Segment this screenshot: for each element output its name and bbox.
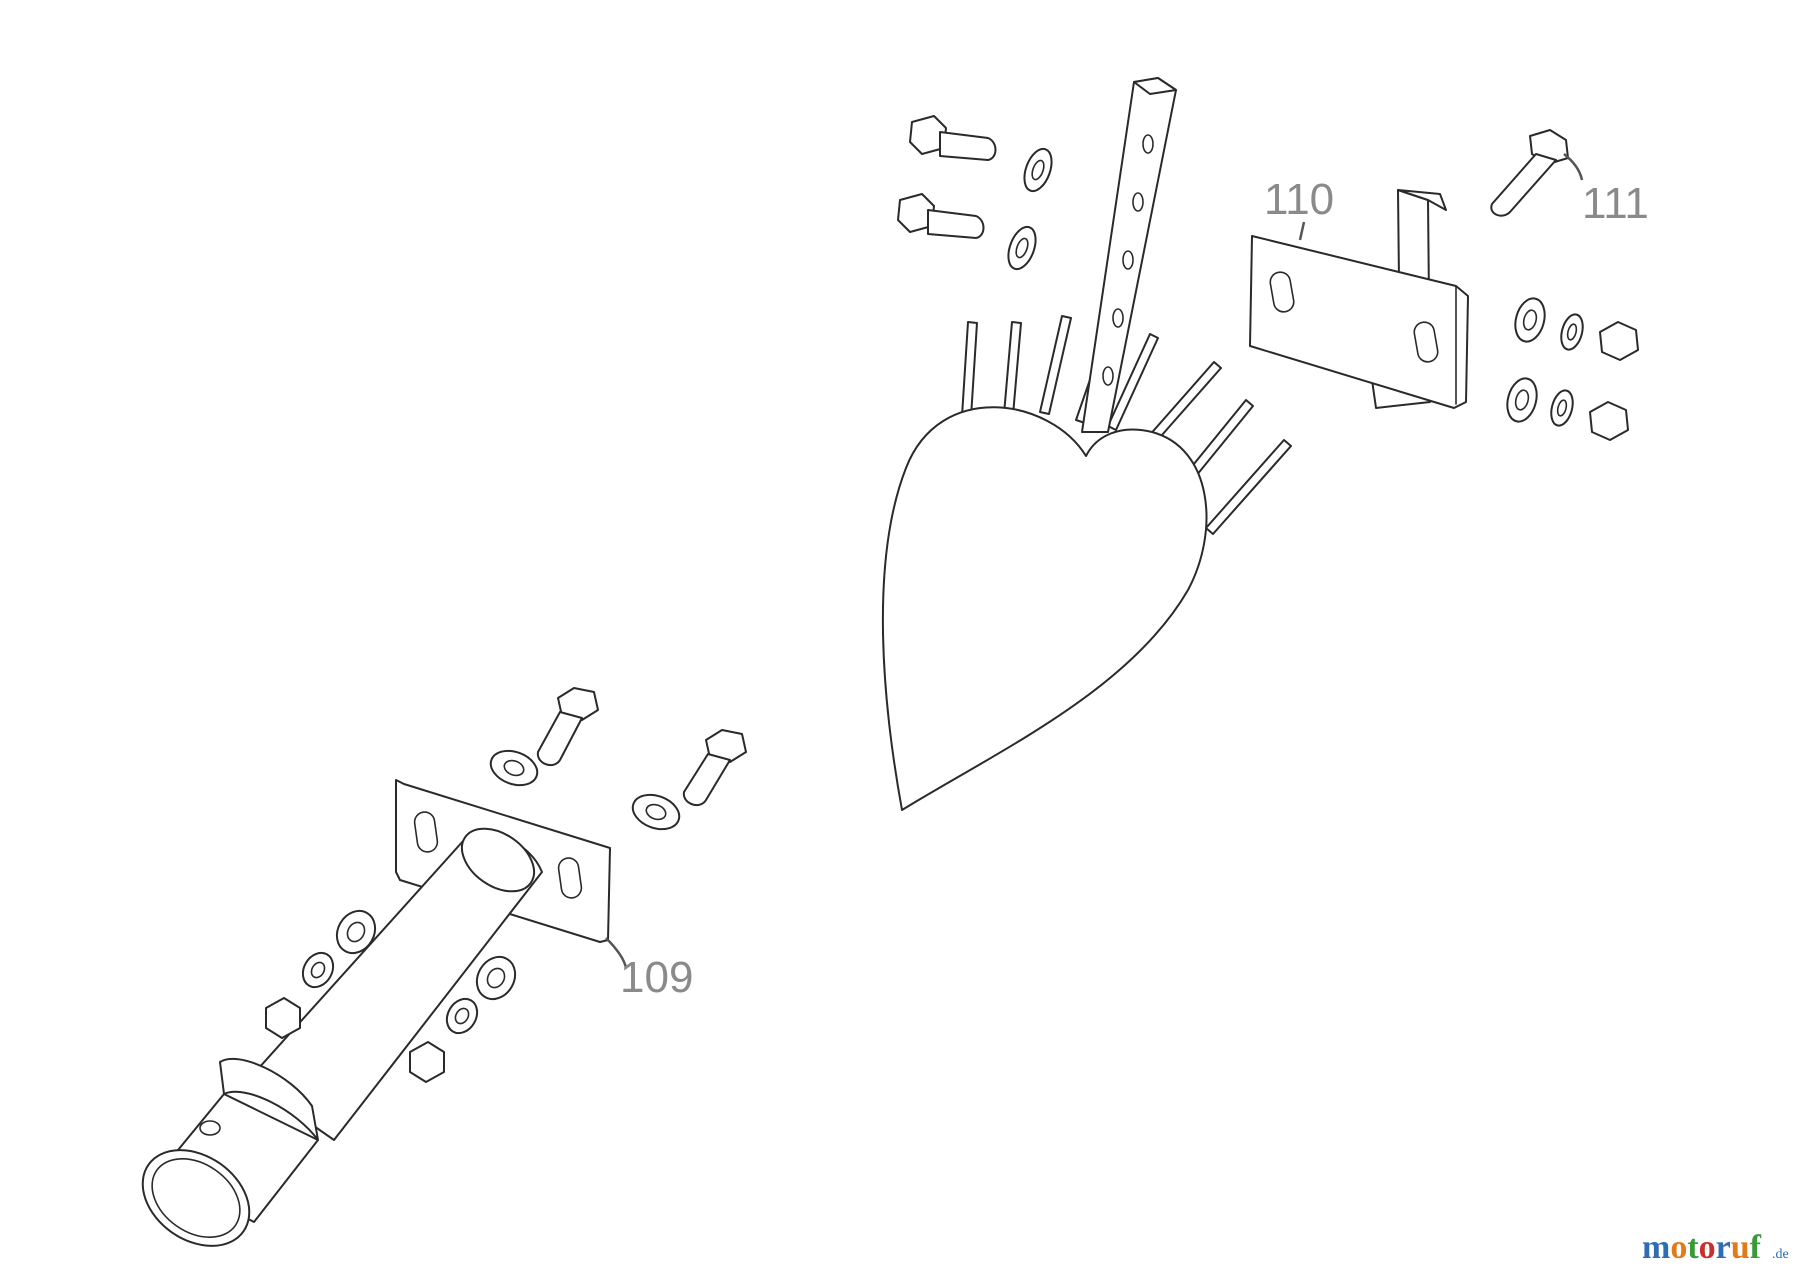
hex-nut [265,997,301,1039]
bolt-111 [1490,129,1569,217]
leader-109 [605,937,628,969]
motoruf-logo: motoruf .de [1642,1229,1789,1266]
hex-bolt [536,687,599,767]
hex-nut [1599,321,1639,361]
leader-111 [1563,153,1584,181]
washer [1023,147,1053,193]
washer [1506,377,1538,423]
svg-text:.de: .de [1772,1247,1789,1262]
washer [335,909,377,955]
lock-washer [301,951,335,989]
lock-washer [1550,389,1574,427]
hex-nut [1589,401,1629,441]
mounting-strap [1081,77,1177,433]
hex-bolt [909,115,997,161]
washer [489,749,539,787]
washer [631,793,681,831]
callout-111: 111 [1582,179,1649,228]
washer [1514,297,1546,343]
fastener-set-right [1506,297,1639,441]
lock-washer [1560,313,1584,351]
lock-washer [445,997,479,1035]
logo-wordmark: motoruf [1642,1229,1762,1266]
hex-bolt [897,193,985,239]
hex-nut [409,1041,445,1083]
washer [1007,225,1037,271]
washer [475,955,517,1001]
leader-110 [1298,221,1306,241]
heart-blade-assembly [881,77,1292,811]
bracket-110 [1249,189,1469,409]
heart-blade [881,406,1208,811]
fastener-set-lower [265,909,517,1083]
callout-109: 109 [620,953,693,1002]
callout-110: 110 [1264,175,1334,224]
tube-flange-109 [141,779,611,1247]
hex-bolt [682,729,747,807]
tube-end [141,1149,251,1247]
